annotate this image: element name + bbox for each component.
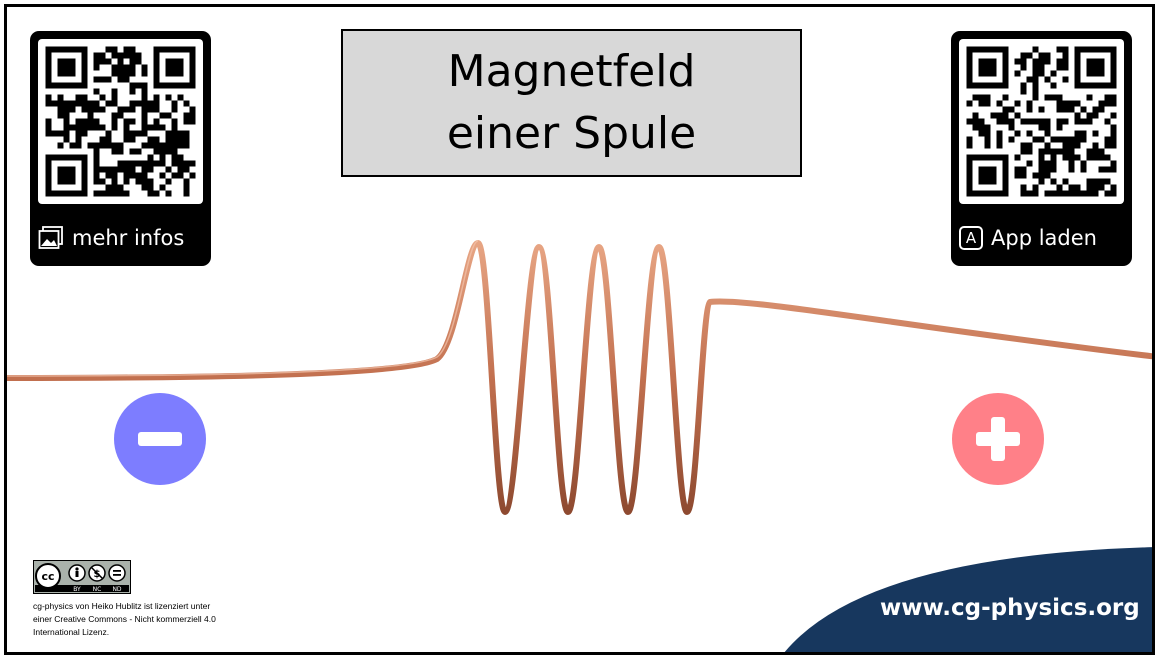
- image-icon: [38, 226, 63, 249]
- app-download-label-row[interactable]: A App laden: [959, 221, 1128, 255]
- qr-code-pattern: [45, 46, 196, 197]
- app-canvas: www.cg-physics.org mehr infos: [4, 4, 1155, 655]
- app-download-label: App laden: [991, 226, 1097, 250]
- more-info-label: mehr infos: [72, 226, 185, 250]
- qr-code[interactable]: [38, 39, 203, 204]
- svg-text:BY: BY: [73, 586, 81, 593]
- license-text: cg-physics von Heiko Hublitz ist lizenzi…: [33, 601, 216, 637]
- no-derivatives-icon: [108, 564, 126, 582]
- svg-text:$: $: [94, 569, 101, 580]
- cc-license-badge[interactable]: cc $ BY NC ND: [33, 560, 131, 594]
- license-block: cc $ BY NC ND cg-physics von Heiko Hubli…: [33, 560, 233, 639]
- negative-pole-button[interactable]: [114, 393, 206, 485]
- svg-text:NC: NC: [93, 586, 102, 593]
- qr-code[interactable]: [959, 39, 1124, 204]
- svg-text:ND: ND: [112, 586, 121, 593]
- qr-card-more-info[interactable]: mehr infos: [30, 31, 211, 266]
- plus-icon: [973, 414, 1023, 464]
- title-box: Magnetfeld einer Spule: [341, 29, 802, 177]
- website-band: [784, 547, 1152, 652]
- qr-code-pattern: [966, 46, 1117, 197]
- page-title: Magnetfeld einer Spule: [446, 46, 697, 159]
- app-store-icon: A: [959, 226, 983, 250]
- website-url[interactable]: www.cg-physics.org: [880, 595, 1140, 621]
- coil-wire: [7, 240, 1152, 515]
- positive-pole-button[interactable]: [952, 393, 1044, 485]
- minus-icon: [135, 414, 185, 464]
- cc-logo-text: cc: [41, 570, 54, 583]
- qr-card-app-download[interactable]: A App laden: [951, 31, 1132, 266]
- more-info-label-row[interactable]: mehr infos: [38, 221, 207, 255]
